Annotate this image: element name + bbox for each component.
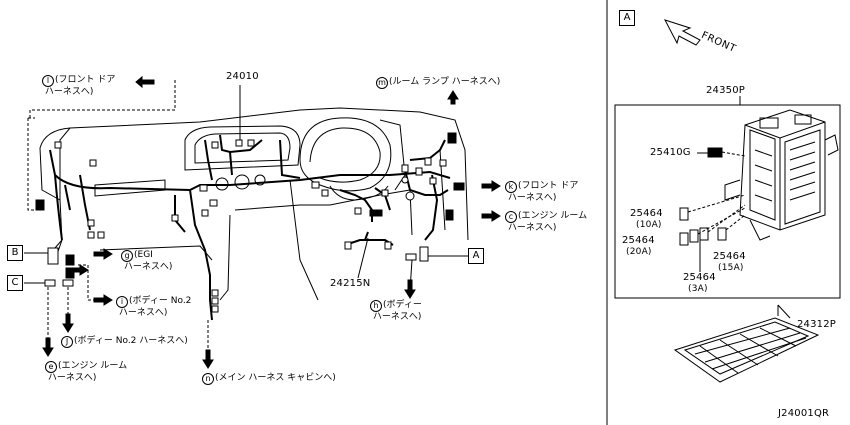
fuse-20a-part (679, 232, 689, 246)
callout-n-letter: n (202, 373, 214, 385)
arrow-j-icon (62, 313, 74, 333)
part-number-24215N: 24215N (330, 278, 371, 289)
callout-n: n(メイン ハーネス キャビンへ) (202, 373, 336, 385)
callout-j-text: (ボディー No.2 ハーネスへ) (74, 336, 188, 346)
fuse-10a-part (679, 207, 689, 221)
part-number-24312P: 24312P (797, 319, 837, 330)
callout-g-text: (EGI ハーネスへ) (123, 250, 173, 272)
fuse-box-cover (673, 304, 820, 383)
callout-m-letter: m (376, 77, 388, 89)
arrow-e-icon (42, 337, 54, 357)
arrow-n-icon (202, 349, 214, 369)
callout-g-letter: g (121, 250, 133, 262)
callout-m-text: (ルーム ランプ ハーネスへ) (389, 77, 501, 87)
callout-l-letter: l (42, 75, 54, 87)
callout-c-text: (エンジン ルーム ハーネスへ) (507, 211, 588, 233)
part-number-25464-15a: 25464 (713, 251, 746, 262)
fuse-box-frame (614, 104, 841, 299)
callout-k: k(フロント ドア ハーネスへ) (505, 181, 578, 204)
arrow-g-icon (93, 248, 113, 260)
arrow-c-icon (481, 210, 501, 222)
direction-arrows (42, 75, 501, 369)
part-number-24350P: 24350P (706, 85, 746, 96)
callout-l: l(フロント ドア ハーネスへ) (42, 75, 115, 98)
callout-j-letter: J (61, 336, 73, 348)
callout-m: m(ルーム ランプ ハーネスへ) (376, 77, 500, 89)
front-arrow-icon (663, 19, 701, 46)
callout-c: c(エンジン ルーム ハーネスへ) (505, 211, 587, 234)
callout-c-letter: c (505, 211, 517, 223)
part-number-25464-3a: 25464 (683, 272, 716, 283)
arrow-h-icon (404, 279, 416, 299)
part-number-25464-20a: 25464 (622, 235, 655, 246)
connector-box-c: C (7, 275, 23, 291)
callout-i-letter: i (116, 296, 128, 308)
callout-l-text: (フロント ドア ハーネスへ) (44, 75, 116, 97)
fuse-3a-part (699, 227, 709, 241)
callout-e: e(エンジン ルーム ハーネスへ) (45, 361, 127, 384)
part-number-25464-10a: 25464 (630, 208, 663, 219)
leader-24215N (357, 237, 369, 279)
arrow-k-icon (481, 180, 501, 192)
fuse-block-part (707, 147, 723, 158)
arrow-i-icon (93, 294, 113, 306)
part-number-24010: 24010 (226, 71, 259, 82)
callout-e-text: (エンジン ルーム ハーネスへ) (47, 361, 128, 383)
callout-h: h(ボディー ハーネスへ) (370, 300, 422, 323)
fuse-rating-3a: (3A) (688, 284, 708, 294)
fuse-rating-10a: (10A) (636, 220, 662, 230)
part-number-25410G: 25410G (650, 147, 691, 158)
fuse-box-body (724, 109, 839, 241)
callout-k-letter: k (505, 181, 517, 193)
callout-e-letter: e (45, 361, 57, 373)
callout-h-letter: h (370, 300, 382, 312)
callout-g: g(EGI ハーネスへ) (121, 250, 172, 273)
fuse-rating-20a: (20A) (626, 247, 652, 257)
callout-i-text: (ボディー No.2 ハーネスへ) (118, 296, 192, 318)
connector-box-a: A (468, 248, 484, 264)
callout-h-text: (ボディー ハーネスへ) (372, 300, 422, 322)
arrow-m-icon (447, 90, 459, 105)
instrument-panel-outline (39, 107, 469, 301)
callout-j: J(ボディー No.2 ハーネスへ) (61, 336, 188, 348)
panel-label: A (619, 10, 635, 26)
fuse-rating-15a: (15A) (718, 263, 744, 273)
callout-k-text: (フロント ドア ハーネスへ) (507, 181, 579, 203)
callout-n-text: (メイン ハーネス キャビンへ) (215, 373, 336, 383)
fuse-15a-part (717, 227, 727, 241)
connector-box-b: B (7, 245, 23, 261)
arrow-l-icon (135, 75, 155, 89)
callout-i: i(ボディー No.2 ハーネスへ) (116, 296, 191, 319)
diagram-code: J24001QR (778, 408, 830, 419)
